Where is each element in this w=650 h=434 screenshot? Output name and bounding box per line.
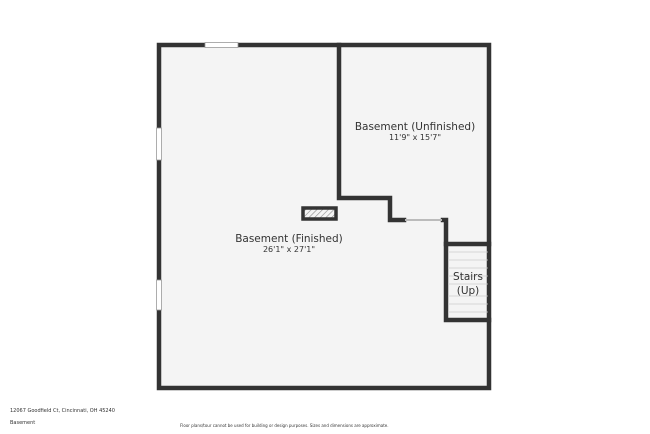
address: 12067 Goodfield Ct, Cincinnati, OH 45240 (10, 408, 115, 414)
window-top (204, 42, 239, 48)
windows (156, 42, 239, 311)
room-name: Stairs (453, 271, 483, 283)
room-dimensions: 11'9" x 15'7" (388, 133, 442, 142)
stair-treads (448, 251, 488, 313)
window-left-1 (156, 127, 162, 161)
interior-wall (336, 42, 407, 223)
room-dimensions: 26'1" x 27'1" (262, 245, 316, 254)
room-name: Basement (Unfinished) (354, 121, 476, 133)
outer-wall (156, 42, 492, 391)
room-note: (Up) (456, 285, 480, 297)
floor-label: Basement (10, 420, 36, 426)
disclaimer: Floor plans/tour cannot be used for buil… (180, 423, 389, 428)
stair-wall (440, 217, 492, 323)
room-unfinished: Basement (Unfinished) 11'9" x 15'7" (340, 121, 490, 142)
room-finished: Basement (Finished) 26'1" x 27'1" (214, 233, 364, 254)
walls (156, 42, 492, 391)
window-left-2 (156, 279, 162, 311)
room-name: Basement (Finished) (235, 233, 343, 245)
chimney-block (301, 206, 338, 221)
room-stairs: Stairs (Up) (448, 270, 488, 298)
